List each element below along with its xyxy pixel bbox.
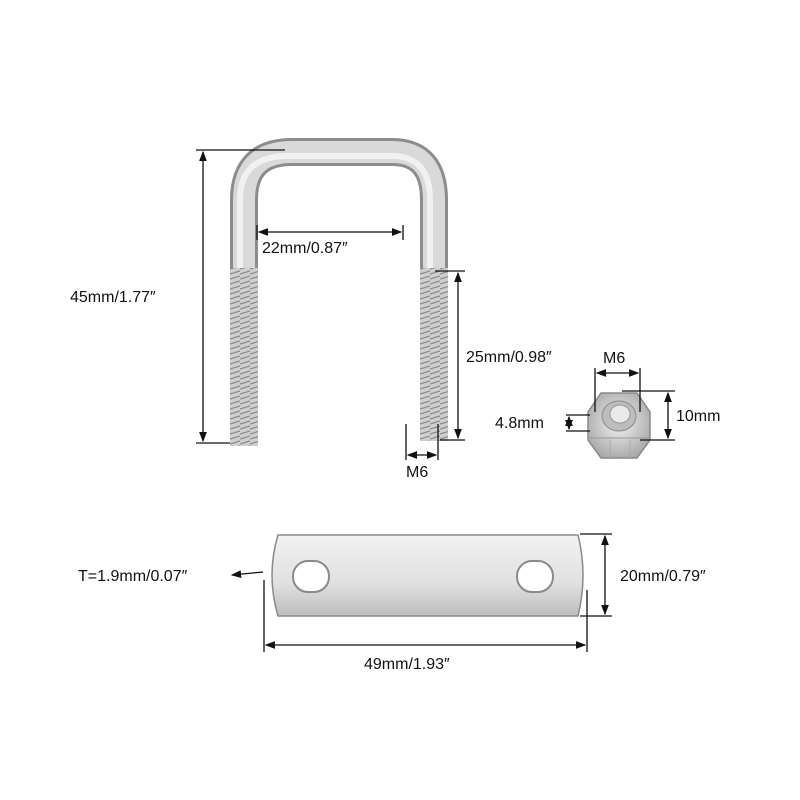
u-bolt-dimensions	[196, 149, 465, 460]
plate-thickness-label: T=1.9mm/0.07″	[78, 568, 188, 585]
backing-plate	[271, 534, 584, 617]
u-bolt	[230, 138, 448, 446]
nut-width-label: 10mm	[676, 408, 720, 425]
nut-thread-label: M6	[603, 350, 625, 367]
nut-dimensions	[565, 368, 675, 441]
plate-length-label: 49mm/1.93″	[364, 656, 450, 673]
u-bolt-height-label: 45mm/1.77″	[70, 289, 156, 306]
thread-size-label: M6	[406, 464, 428, 481]
nut-thickness-label: 4.8mm	[495, 415, 544, 432]
thread-length-label: 25mm/0.98″	[466, 349, 552, 366]
u-bolt-inner-width-label: 22mm/0.87″	[262, 240, 348, 257]
hex-nut	[587, 392, 651, 459]
plate-dimensions	[230, 533, 612, 652]
plate-height-label: 20mm/0.79″	[620, 568, 706, 585]
